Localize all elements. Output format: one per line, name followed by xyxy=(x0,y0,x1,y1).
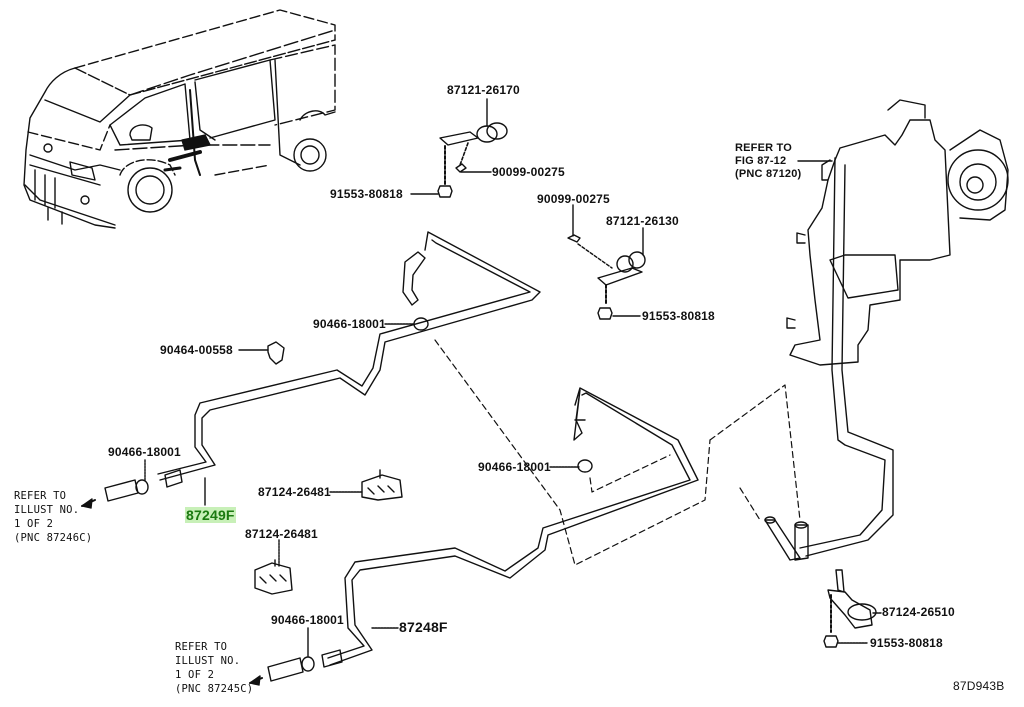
part-label-91553-80818-c[interactable]: 91553-80818 xyxy=(870,636,943,650)
part-label-90466-18001-b[interactable]: 90466-18001 xyxy=(108,445,181,459)
part-label-90099-00275-b[interactable]: 90099-00275 xyxy=(537,192,610,206)
hose-clamp-1-drawing xyxy=(385,252,428,330)
part-label-87124-26510[interactable]: 87124-26510 xyxy=(882,605,955,619)
clamp-87121-26170-drawing xyxy=(411,99,507,197)
figure-code: 87D943B xyxy=(953,679,1005,693)
part-label-90464-00558[interactable]: 90464-00558 xyxy=(160,343,233,357)
hose-87245c-end xyxy=(250,628,314,685)
clamp-87121-26130-drawing xyxy=(568,205,645,319)
bracket-87124-26510-drawing xyxy=(824,570,881,647)
connector-87124-26481-lower xyxy=(255,540,292,594)
part-label-87124-26481-b[interactable]: 87124-26481 xyxy=(245,527,318,541)
van-illustration xyxy=(24,10,335,228)
reference-note-pnc-87246c: REFER TO ILLUST NO. 1 OF 2 (PNC 87246C) xyxy=(14,490,93,544)
part-label-90466-18001-c[interactable]: 90466-18001 xyxy=(478,460,551,474)
clip-90464-00558-drawing xyxy=(239,342,284,364)
hose-87246c-end xyxy=(82,460,148,508)
reference-note-pnc-87245c: REFER TO ILLUST NO. 1 OF 2 (PNC 87245C) xyxy=(175,641,254,695)
hose-clamp-2-drawing xyxy=(550,460,592,472)
part-label-87121-26130[interactable]: 87121-26130 xyxy=(606,214,679,228)
part-label-90466-18001-d[interactable]: 90466-18001 xyxy=(271,613,344,627)
part-label-91553-80818-a[interactable]: 91553-80818 xyxy=(330,187,403,201)
part-label-87121-26170[interactable]: 87121-26170 xyxy=(447,83,520,97)
part-label-91553-80818-b[interactable]: 91553-80818 xyxy=(642,309,715,323)
part-label-87248f[interactable]: 87248F xyxy=(399,619,448,635)
heater-unit-drawing xyxy=(765,100,1008,560)
connector-87124-26481-upper xyxy=(330,470,402,500)
reference-note-fig-87-12: REFER TO FIG 87-12 (PNC 87120) xyxy=(735,142,802,180)
part-label-87249f[interactable]: 87249F xyxy=(185,507,236,523)
part-label-90466-18001-a[interactable]: 90466-18001 xyxy=(313,317,386,331)
part-label-87124-26481-a[interactable]: 87124-26481 xyxy=(258,485,331,499)
part-label-90099-00275-a[interactable]: 90099-00275 xyxy=(492,165,565,179)
part-number-highlight[interactable]: 87249F xyxy=(185,507,236,523)
pipe-87249f xyxy=(158,232,540,505)
alignment-lines xyxy=(435,340,800,565)
pipe-87248f xyxy=(322,388,698,667)
